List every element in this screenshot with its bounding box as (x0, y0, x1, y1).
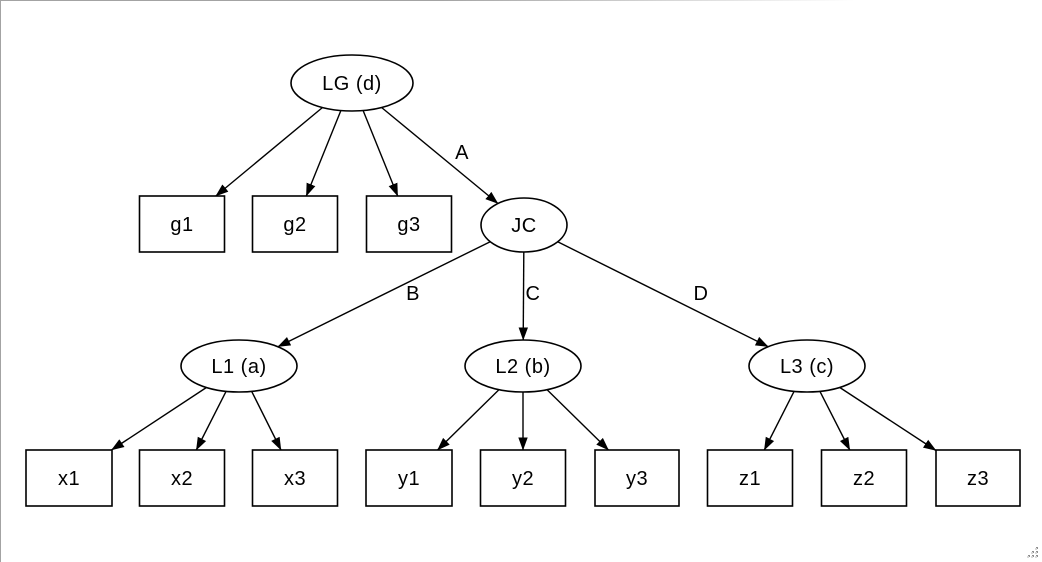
node-shape-rect (594, 449, 680, 507)
node-shape-rect (935, 449, 1021, 507)
node-label: z3 (967, 468, 989, 490)
edge-LG-g3 (362, 110, 399, 197)
edge-label-B: B (406, 283, 420, 305)
edge-L2-y3 (546, 389, 609, 451)
edge-JC-L2 (518, 251, 528, 341)
node-layer: LG (d) g1 g2 g3 JC L1 (a) L2 (b) L3 (c) x1 x2 x3 y1… (25, 54, 1021, 507)
node-L2: L2 (b) (464, 339, 582, 393)
node-g3: g3 (365, 195, 453, 253)
window-left-border (0, 0, 1, 562)
edge-L1-x1 (111, 386, 207, 451)
node-x2: x2 (138, 449, 226, 507)
edge-label-A: A (455, 142, 469, 164)
node-y1: y1 (365, 449, 453, 507)
node-label: g1 (170, 214, 193, 236)
node-label: y3 (626, 468, 648, 490)
node-label: L3 (c) (780, 356, 834, 378)
node-x3: x3 (251, 449, 339, 507)
node-x1: x1 (25, 449, 113, 507)
node-shape-ellipse (480, 197, 568, 253)
node-label: x3 (284, 468, 306, 490)
node-label: LG (d) (322, 73, 382, 95)
node-LG: LG (d) (290, 54, 414, 112)
node-shape-ellipse (290, 54, 414, 112)
node-shape-ellipse (748, 339, 866, 393)
node-L3: L3 (c) (748, 339, 866, 393)
node-label: y1 (398, 468, 420, 490)
node-g1: g1 (138, 195, 226, 253)
node-label: g3 (397, 214, 420, 236)
node-shape-rect (138, 449, 226, 507)
node-shape-rect (365, 449, 453, 507)
edge-layer: A B C D (111, 106, 937, 452)
node-shape-rect (138, 195, 226, 253)
edge-L2-y1 (437, 389, 500, 451)
resize-grip-icon[interactable] (1025, 545, 1040, 560)
edge-L1-x3 (251, 391, 282, 451)
node-label: g2 (283, 214, 306, 236)
node-shape-rect (251, 195, 339, 253)
node-shape-ellipse (180, 339, 298, 393)
node-label: x2 (171, 468, 193, 490)
node-label: JC (511, 215, 536, 237)
edge-label-C: C (526, 283, 541, 305)
node-g2: g2 (251, 195, 339, 253)
node-shape-ellipse (464, 339, 582, 393)
node-L1: L1 (a) (180, 339, 298, 393)
edge-L3-z1 (763, 390, 795, 451)
node-y3: y3 (594, 449, 680, 507)
edge-L3-z2 (819, 390, 851, 451)
edge-LG-g1 (215, 106, 323, 197)
node-shape-rect (479, 449, 567, 507)
edge-L3-z3 (839, 386, 937, 452)
edge-JC-L1 (277, 241, 491, 348)
node-label: L1 (a) (211, 356, 266, 378)
node-label: z2 (853, 468, 875, 490)
node-z3: z3 (935, 449, 1021, 507)
node-JC: JC (480, 197, 568, 253)
node-shape-rect (365, 195, 453, 253)
edge-L1-x2 (195, 390, 227, 451)
edge-label-D: D (694, 283, 709, 305)
node-label: y2 (512, 468, 534, 490)
edge-LG-g2 (305, 110, 342, 197)
edge-LG-JC (381, 106, 499, 205)
node-shape-rect (820, 449, 908, 507)
node-z1: z1 (706, 449, 794, 507)
node-z2: z2 (820, 449, 908, 507)
edge-JC-L3 (557, 241, 769, 348)
node-shape-rect (251, 449, 339, 507)
node-shape-rect (706, 449, 794, 507)
node-label: x1 (58, 468, 80, 490)
window-top-border (0, 0, 1042, 1)
node-y2: y2 (479, 449, 567, 507)
node-label: z1 (739, 468, 761, 490)
node-label: L2 (b) (495, 356, 550, 378)
node-shape-rect (25, 449, 113, 507)
